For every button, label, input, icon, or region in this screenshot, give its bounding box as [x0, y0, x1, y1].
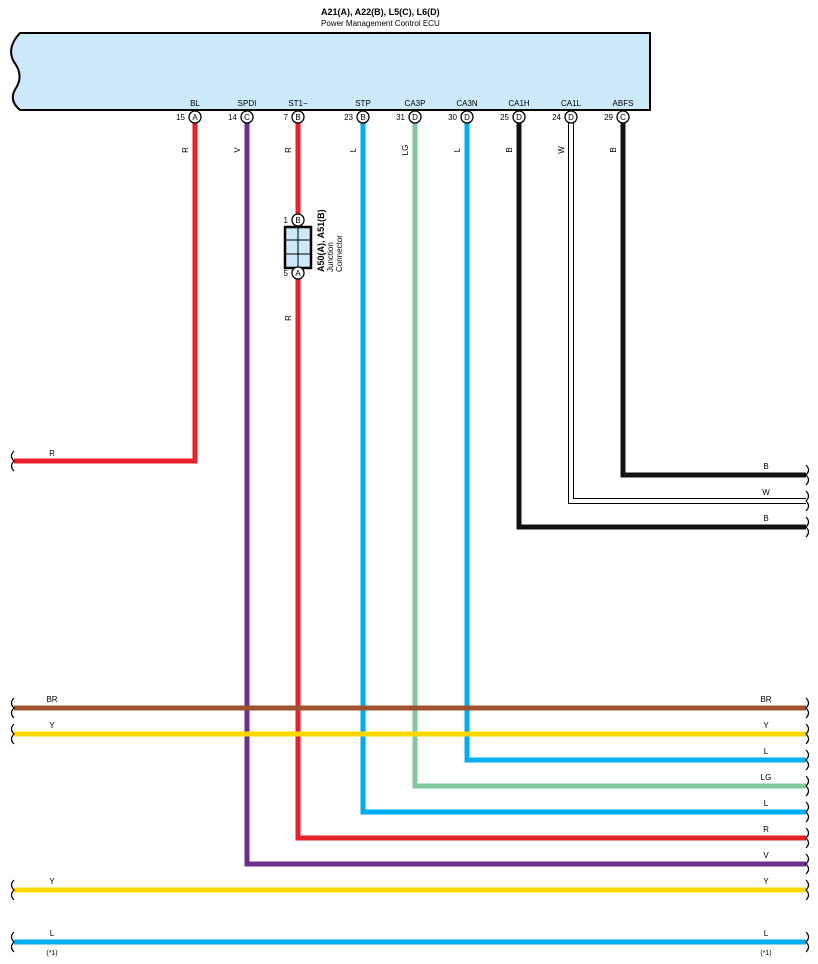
pin-name-abfs: ABFS [613, 99, 634, 108]
label-stp-out: L [764, 799, 769, 808]
pin-name-st1: ST1− [288, 99, 308, 108]
wire-st1-lower [295, 279, 806, 841]
pin-conn-abfs: C [620, 113, 626, 122]
junction-label-line1: Junction [326, 242, 335, 272]
label-l-bottom-right: L [764, 929, 769, 938]
label-ca1l-out: W [762, 488, 770, 497]
pin-circle-stp [356, 110, 370, 124]
pin-num-stp: 23 [344, 113, 353, 122]
pin-conn-st1: B [295, 113, 300, 122]
pin-conn-ca3n: D [464, 113, 470, 122]
junction-top-pin-conn: B [295, 216, 300, 225]
wire-ca1l-outline [568, 123, 806, 504]
junction-bottom-pin-num: 5 [284, 269, 289, 278]
pin-circle-bl [188, 110, 202, 124]
wire-label-stp: L [349, 147, 358, 152]
wire-stp [360, 123, 806, 815]
pin-num-ca3n: 30 [448, 113, 457, 122]
note-l-bottom-left: (*1) [46, 950, 57, 957]
pin-circle-st1 [291, 110, 305, 124]
wire-spdi [244, 123, 806, 867]
pin-name-stp: STP [355, 99, 371, 108]
pin-name-ca1h: CA1H [508, 99, 530, 108]
pin-num-spdi: 14 [228, 113, 237, 122]
label-y1-right: Y [763, 721, 769, 730]
pin-num-abfs: 29 [604, 113, 613, 122]
wire-label-bl: R [181, 147, 190, 153]
junction-bottom-pin-conn: A [295, 269, 301, 278]
left-continuation-marks [10, 450, 15, 953]
pin-conn-stp: B [360, 113, 365, 122]
wire-ca1h [516, 123, 806, 530]
pin-conn-bl: A [192, 113, 198, 122]
pin-conn-ca3p: D [412, 113, 418, 122]
label-y2-left: Y [49, 877, 55, 886]
wire-label-ca1l: W [557, 146, 566, 154]
pin-circle-ca3p [408, 110, 422, 124]
wire-label-junction-below: R [284, 315, 293, 321]
junction-bottom-pin-circle [291, 266, 305, 280]
label-bl-out: R [49, 449, 55, 458]
label-br-left: BR [46, 695, 57, 704]
note-l-bottom-right: (*1) [760, 950, 771, 957]
pin-name-spdi: SPDI [238, 99, 257, 108]
wire-ca1l [569, 123, 806, 503]
label-st1-out: R [763, 825, 769, 834]
wire-label-st1: R [284, 147, 293, 153]
label-br-right: BR [760, 695, 771, 704]
pin-name-bl: BL [190, 99, 200, 108]
pin-circle-abfs [616, 110, 630, 124]
pin-conn-spdi: C [244, 113, 250, 122]
pin-name-ca1l: CA1L [561, 99, 582, 108]
label-ca3n-out: L [764, 747, 769, 756]
label-y1-left: Y [49, 721, 55, 730]
ecu-box [10, 32, 651, 111]
pin-name-ca3p: CA3P [405, 99, 426, 108]
label-y2-right: Y [763, 877, 769, 886]
label-ca1h-out: B [763, 514, 768, 523]
pin-num-ca1h: 25 [500, 113, 509, 122]
junction-connector: 1 B 5 A A50(A), A51(B) Junction Connecto… [284, 209, 344, 280]
wire-ca3p [412, 123, 806, 789]
wire-label-ca3n: L [453, 147, 462, 152]
label-l-bottom-left: L [50, 929, 55, 938]
pin-circle-spdi [240, 110, 254, 124]
junction-code: A50(A), A51(B) [316, 209, 326, 272]
wire-ca3n [464, 123, 806, 763]
ecu-connector-codes: A21(A), A22(B), L5(C), L6(D) [321, 7, 440, 17]
right-continuation-marks [805, 464, 810, 953]
wire-label-ca1h: B [505, 147, 514, 152]
pin-circle-ca1h [512, 110, 526, 124]
wire-label-ca3p: LG [401, 145, 410, 156]
wire-bl [14, 123, 198, 464]
junction-top-pin-num: 1 [284, 216, 289, 225]
pin-num-bl: 15 [176, 113, 185, 122]
wire-abfs [620, 123, 806, 478]
ecu-name: Power Management Control ECU [321, 19, 440, 28]
wire-label-abfs: B [609, 147, 618, 152]
pin-circle-ca3n [460, 110, 474, 124]
label-spdi-out: V [763, 851, 769, 860]
pin-name-ca3n: CA3N [456, 99, 478, 108]
junction-label-line2: Connector [335, 235, 344, 272]
label-ca3p-out: LG [761, 773, 772, 782]
wire-label-spdi: V [233, 147, 242, 153]
pin-conn-ca1h: D [516, 113, 522, 122]
pin-circle-ca1l [564, 110, 578, 124]
pin-num-st1: 7 [284, 113, 289, 122]
pin-conn-ca1l: D [568, 113, 574, 122]
pin-num-ca1l: 24 [552, 113, 561, 122]
label-abfs-out: B [763, 462, 768, 471]
pin-num-ca3p: 31 [396, 113, 405, 122]
